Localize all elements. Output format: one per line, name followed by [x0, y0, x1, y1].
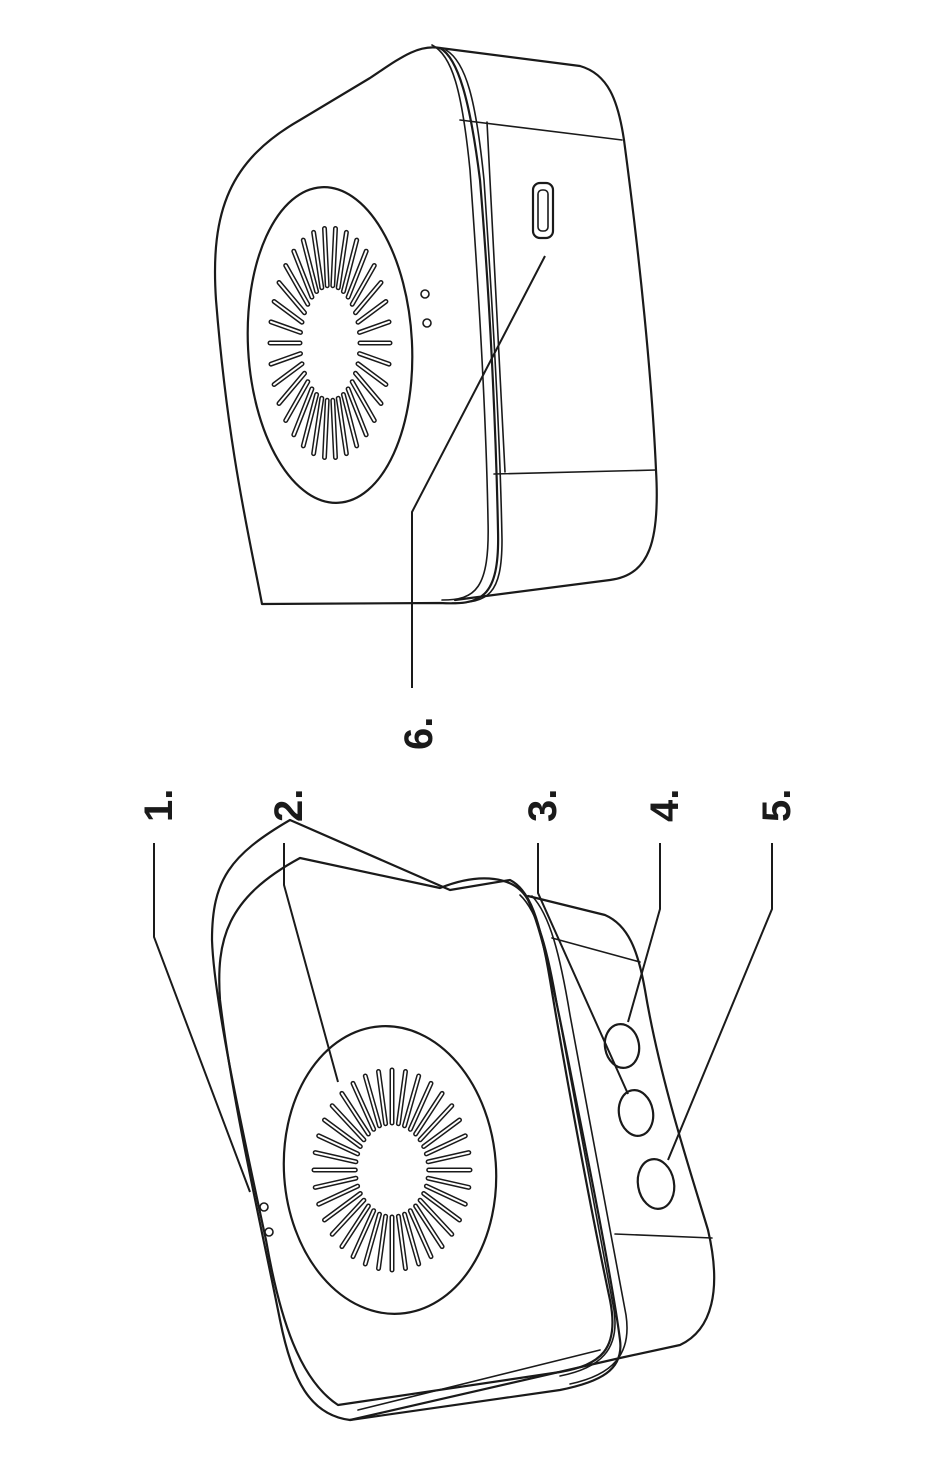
- button-5: [634, 1156, 678, 1211]
- device-rear-speaker-ring: [240, 183, 420, 507]
- callout-2: 2.: [267, 789, 311, 822]
- device-front-rim: [520, 895, 615, 1376]
- micro-usb-port: [533, 183, 553, 238]
- callout-1: 1.: [137, 789, 181, 822]
- leader-line-6: [412, 256, 545, 688]
- callout-labels: 1. 2. 3. 4. 5. 6.: [137, 717, 799, 822]
- leader-line-5: [668, 843, 772, 1160]
- callout-6: 6.: [397, 717, 441, 750]
- speaker-slot-hollow: [315, 1178, 356, 1187]
- speaker-slot-hollow: [360, 354, 390, 365]
- device-front-indicator-dot: [265, 1228, 273, 1236]
- device-rear-rim: [432, 45, 488, 600]
- speaker-slot-hollow: [271, 354, 301, 365]
- button-3: [601, 1021, 642, 1070]
- speaker-slot-hollow: [428, 1178, 469, 1187]
- device-rear-indicator-dot: [423, 319, 431, 327]
- callout-5: 5.: [755, 789, 799, 822]
- device-front-band-top: [552, 938, 640, 962]
- callout-4: 4.: [643, 789, 687, 822]
- device-rear-view: [215, 45, 657, 604]
- callout-3: 3.: [521, 789, 565, 822]
- speaker-slot-hollow: [315, 1153, 356, 1162]
- micro-usb-port-inner: [538, 190, 548, 231]
- device-front-view: [212, 820, 714, 1420]
- speaker-slot-hollow: [271, 322, 301, 333]
- device-front-indicator-dot: [260, 1203, 268, 1211]
- button-4: [615, 1087, 656, 1138]
- device-front-top-face: [212, 820, 613, 1405]
- device-rear-band-bottom: [494, 470, 656, 474]
- speaker-slot-hollow: [428, 1153, 469, 1162]
- device-rear-top-face: [215, 47, 498, 604]
- device-rear-band-inner: [487, 122, 505, 472]
- leader-line-2: [284, 843, 338, 1082]
- device-front-speaker-slots: [314, 1070, 470, 1270]
- device-rear-band-top: [460, 120, 622, 140]
- device-rear-speaker-slots: [270, 229, 390, 458]
- device-front-band-bottom: [615, 1234, 712, 1238]
- leader-lines: [154, 256, 772, 1192]
- leader-line-1: [154, 843, 250, 1192]
- device-front-side-body: [350, 896, 714, 1420]
- speaker-slot-hollow: [360, 322, 390, 333]
- device-rear-indicator-dot: [421, 290, 429, 298]
- leader-line-3: [538, 843, 628, 1094]
- leader-line-4: [628, 843, 660, 1022]
